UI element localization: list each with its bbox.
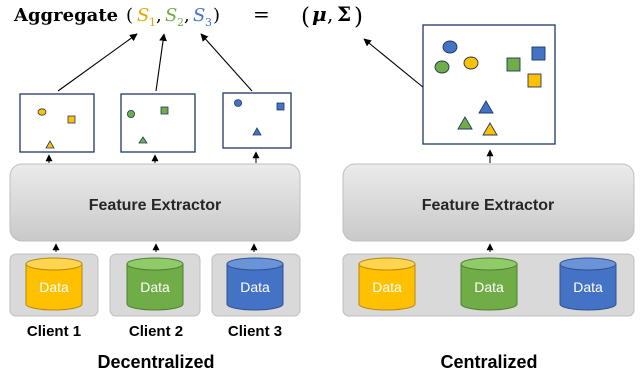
open-paren: (: [126, 5, 133, 26]
green-triangle-icon: [138, 136, 148, 144]
yellow-square-icon: [527, 73, 542, 88]
feature-extractor-label: Feature Extractor: [89, 197, 222, 214]
s3-symbol: S: [193, 5, 205, 26]
yellow-triangle-icon: [482, 122, 498, 136]
client2-feature-panel: [120, 93, 196, 153]
green-triangle-icon: [457, 116, 473, 130]
client3-feature-panel: [222, 92, 292, 149]
green-square-icon: [160, 106, 169, 115]
decentralized-feature-extractor: Feature Extractor: [9, 163, 301, 242]
yellow-square-icon: [67, 115, 76, 124]
yellow-circle-icon: [37, 108, 47, 116]
comma-2: ,: [184, 5, 190, 26]
arrow-client2-to-aggregate: [155, 33, 167, 92]
s1-symbol: S: [137, 5, 149, 26]
sigma-symbol: Σ: [337, 2, 351, 26]
s3-subscript: 3: [205, 16, 212, 29]
data-cylinder-label: Data: [573, 279, 603, 295]
client3-label: Client 3: [228, 323, 282, 340]
close-paren: ): [213, 5, 220, 26]
client1-feature-panel: [19, 93, 95, 153]
s2-subscript: 2: [177, 16, 184, 29]
stats-comma: ,: [327, 2, 333, 26]
centralized-feature-extractor: Feature Extractor: [342, 163, 635, 242]
comma-1: ,: [156, 5, 162, 26]
aggregate-word: Aggregate: [13, 5, 118, 26]
data-cylinder-label: Data: [240, 279, 270, 295]
feature-extractor-label: Feature Extractor: [422, 197, 555, 214]
central-feature-panel: [422, 24, 556, 145]
decentralized-section-label: Decentralized: [97, 352, 214, 372]
blue-square-icon: [276, 102, 285, 111]
client3-data-container: Data: [211, 253, 301, 317]
equals-sign: =: [253, 2, 270, 26]
centralized-section-label: Centralized: [440, 352, 537, 372]
client1-data-container: Data: [9, 253, 99, 317]
green-circle-icon: [127, 110, 136, 119]
arrow-client3-to-aggregate: [200, 33, 253, 92]
s1-subscript: 1: [149, 16, 156, 29]
data-cylinder-label: Data: [474, 279, 504, 295]
s2-symbol: S: [165, 5, 177, 26]
blue-square-icon: [531, 46, 546, 61]
data-cylinder-label: Data: [39, 279, 69, 295]
yellow-triangle-icon: [45, 140, 55, 149]
green-square-icon: [506, 57, 521, 72]
data-cylinder-label: Data: [140, 279, 170, 295]
yellow-circle-icon: [463, 56, 479, 70]
stats-close-paren: ): [354, 4, 363, 30]
green-circle-icon: [434, 60, 450, 74]
arrow-central-to-stats: [363, 38, 425, 89]
mu-symbol: μ: [312, 2, 327, 26]
client1-label: Client 1: [27, 323, 81, 340]
client2-label: Client 2: [129, 323, 183, 340]
central-data-container: Data Data Data: [342, 253, 635, 317]
stats-open-paren: (: [301, 4, 310, 30]
arrow-client1-to-aggregate: [57, 33, 138, 92]
data-cylinder-label: Data: [372, 279, 402, 295]
blue-triangle-icon: [478, 100, 494, 114]
client2-data-container: Data: [109, 253, 201, 317]
blue-circle-icon: [233, 99, 242, 107]
blue-triangle-icon: [252, 127, 262, 136]
blue-circle-icon: [442, 40, 458, 54]
aggregate-formula: Aggregate ( S 1 , S 2 , S 3 ) = ( μ , Σ …: [13, 2, 363, 30]
